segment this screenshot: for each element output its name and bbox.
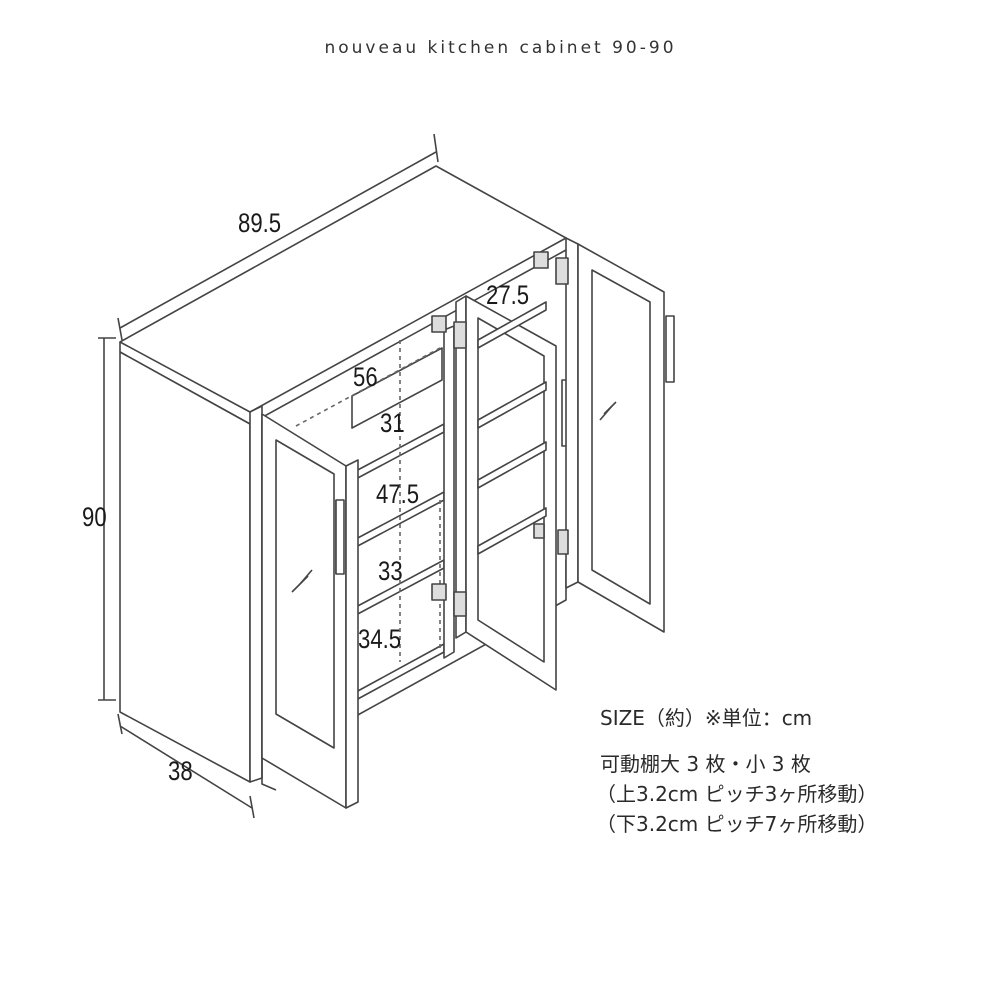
shelf-5-label: 34.5 <box>358 624 402 654</box>
lower-pitch-note: （下3.2cm ピッチ7ヶ所移動） <box>596 812 878 836</box>
base-plinth <box>261 760 277 791</box>
width-dimension-line <box>117 133 439 341</box>
shelf-1-label: 56 <box>353 362 378 392</box>
cabinet-left-side <box>119 351 251 783</box>
shelf-4-label: 33 <box>378 556 403 586</box>
shelf-height-guides <box>295 340 441 662</box>
shelves-note: 可動棚大 3 枚・小 3 枚 <box>600 752 811 776</box>
right-glass-door <box>565 237 675 633</box>
width-label: 89.5 <box>238 208 282 238</box>
size-note: SIZE（約）※単位：cm <box>600 706 813 730</box>
upper-shelf-label: 27.5 <box>486 280 530 310</box>
height-dimension-line <box>98 337 116 701</box>
shelf-2-label: 31 <box>380 408 405 438</box>
left-front-stile <box>249 405 263 783</box>
left-glass-door <box>261 413 359 809</box>
center-left-glass-door <box>455 295 569 691</box>
center-partition <box>443 325 455 659</box>
hinge-icon <box>431 251 569 617</box>
height-label: 90 <box>82 502 107 532</box>
right-compartment-shelves <box>477 301 547 555</box>
shelf-3-label: 47.5 <box>376 479 420 509</box>
upper-pitch-note: （上3.2cm ピッチ3ヶ所移動） <box>596 782 878 806</box>
page-title: nouveau kitchen cabinet 90-90 <box>324 38 677 58</box>
depth-label: 38 <box>168 756 193 786</box>
depth-dimension-line <box>117 713 255 819</box>
